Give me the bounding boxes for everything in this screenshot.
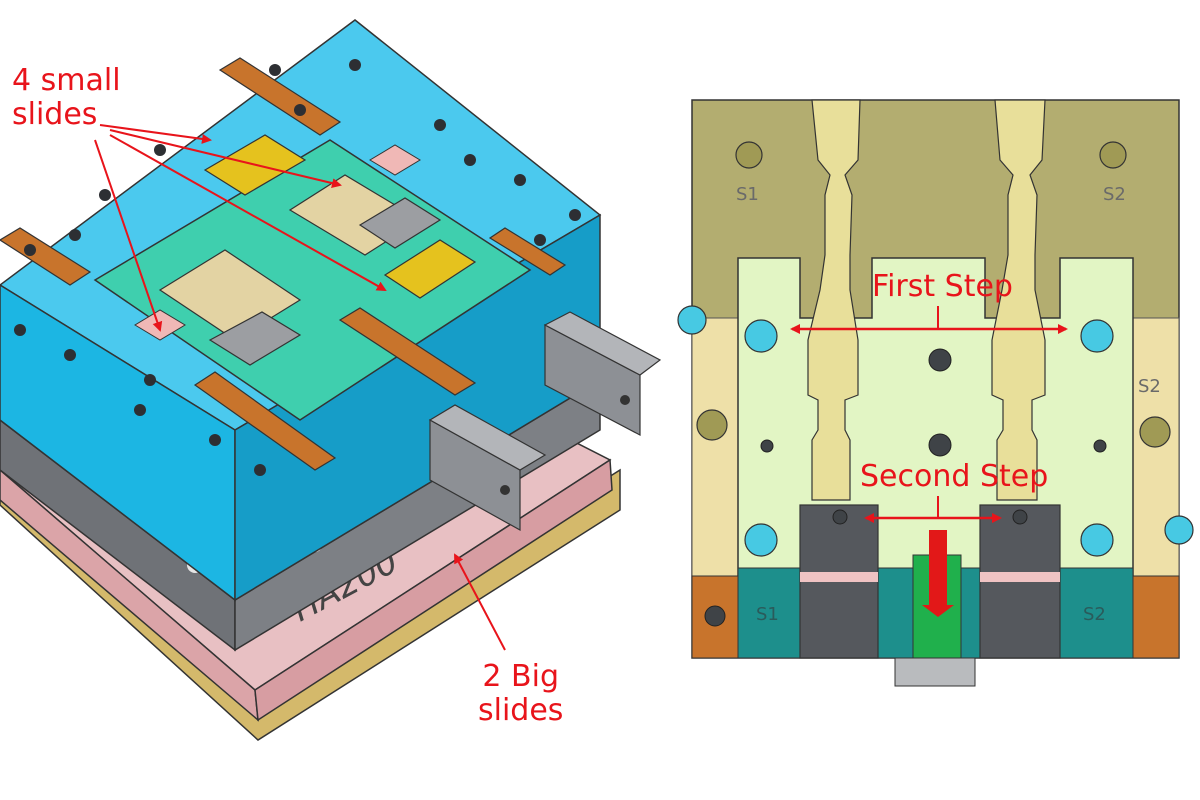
bottom-stub bbox=[894, 657, 976, 687]
dark-holes bbox=[704, 348, 1107, 627]
pink-strip-right bbox=[980, 572, 1060, 582]
big-slides-line2: slides bbox=[478, 693, 564, 728]
part-profile-right bbox=[991, 99, 1046, 501]
red-pin bbox=[929, 530, 947, 610]
second-step-label: Second Step bbox=[860, 459, 1049, 494]
big-slides-leader bbox=[454, 553, 506, 651]
gray-insert bbox=[208, 311, 302, 366]
pink-slide-bit bbox=[369, 144, 421, 176]
big-slides-line1: 2 Big bbox=[482, 659, 560, 694]
side-zone-left bbox=[691, 317, 739, 577]
slide-label: S2 bbox=[1083, 604, 1106, 625]
big-slides-label: 2 Big slides bbox=[478, 660, 563, 728]
small-slides-line2: slides bbox=[12, 97, 98, 132]
yellow-slide bbox=[383, 239, 477, 299]
olive-pins bbox=[696, 141, 1171, 448]
bottom-block-left bbox=[737, 567, 801, 659]
ejector-bar bbox=[543, 311, 662, 376]
orange-rail bbox=[0, 227, 92, 286]
first-step-label: First Step bbox=[872, 269, 1013, 304]
bar-hole bbox=[500, 485, 510, 495]
small-slides-leaders bbox=[94, 124, 387, 332]
core-plate bbox=[737, 257, 1134, 577]
slide-label: S2 bbox=[1138, 376, 1161, 397]
screw-heads bbox=[14, 59, 581, 476]
orange-rail bbox=[218, 57, 342, 136]
bar-hole bbox=[620, 395, 630, 405]
cyan-holes bbox=[677, 305, 1194, 557]
slide-label: S1 bbox=[736, 184, 759, 205]
part-profile-left bbox=[807, 99, 861, 501]
orange-rail bbox=[338, 307, 477, 396]
section-view: S1 S2 S2 S1 S2 bbox=[677, 99, 1194, 687]
pink-strip-left bbox=[800, 572, 878, 582]
pink-plate-side bbox=[254, 458, 613, 722]
ejector-bar bbox=[428, 404, 547, 471]
small-slides-line1: 4 small bbox=[12, 63, 121, 98]
slide-label: S1 bbox=[756, 604, 779, 625]
red-pin-head bbox=[922, 605, 954, 617]
slide-label: S2 bbox=[1103, 184, 1126, 205]
bottom-corner-left bbox=[691, 575, 739, 659]
gray-insert bbox=[358, 197, 442, 249]
orange-rail bbox=[193, 371, 337, 471]
bottom-corner-right bbox=[1132, 575, 1180, 659]
mold-3d-view: HA200 bbox=[0, 19, 662, 741]
bottom-block-right bbox=[1059, 567, 1134, 659]
orange-rail bbox=[488, 227, 567, 276]
small-slides-label: 4 small slides bbox=[12, 64, 121, 132]
